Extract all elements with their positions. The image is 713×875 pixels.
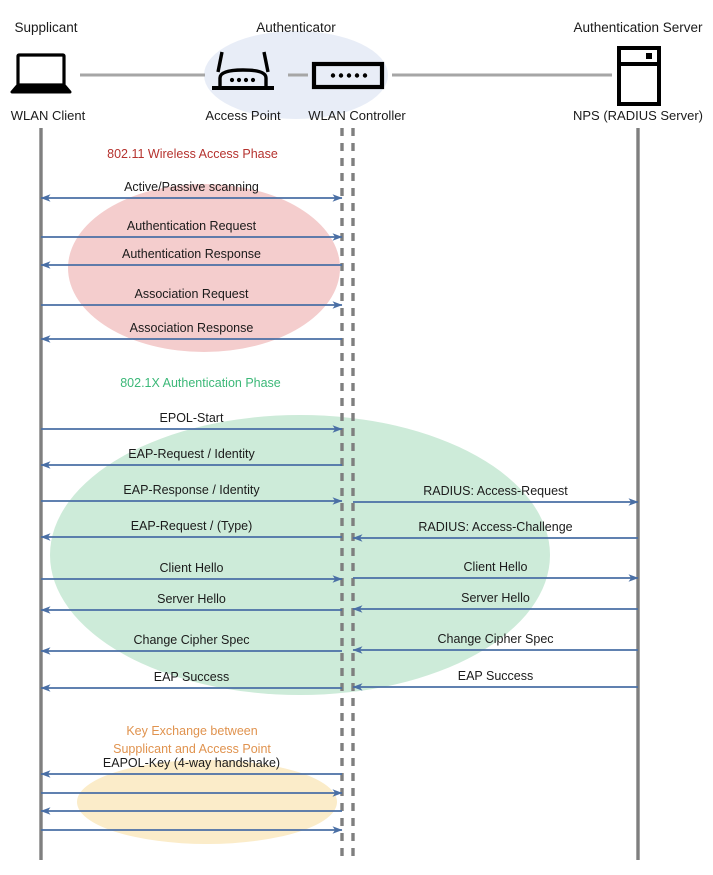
- message-label: EAP-Request / Identity: [128, 447, 255, 461]
- phase-label-key-exchange-line2: Supplicant and Access Point: [113, 742, 271, 756]
- message-label: Client Hello: [159, 561, 224, 575]
- message-label: Active/Passive scanning: [124, 180, 259, 194]
- phase-key-exchange-ellipse: [77, 760, 337, 844]
- server-tower-icon: [617, 46, 661, 106]
- laptop-icon: [10, 53, 72, 94]
- device-label-wlan-controller: WLAN Controller: [308, 108, 406, 123]
- message-label: RADIUS: Access-Request: [423, 484, 568, 498]
- wireless-router-icon: [212, 51, 274, 90]
- message-label: EAP Success: [457, 669, 534, 683]
- message-label: Change Cipher Spec: [437, 632, 554, 646]
- message-label: Authentication Request: [126, 219, 257, 233]
- phase-8021x-ellipse: [50, 415, 550, 695]
- message-label: Client Hello: [463, 560, 528, 574]
- device-label-nps-radius-server: NPS (RADIUS Server): [572, 108, 704, 123]
- message-arrow-layer: [40, 194, 639, 834]
- message-label: EPOL-Start: [159, 411, 224, 425]
- message-label: EAP Success: [153, 670, 230, 684]
- message-label: Authentication Response: [122, 247, 261, 261]
- phase-label-key-exchange-line1: Key Exchange between: [126, 724, 258, 738]
- message-label: Association Response: [129, 321, 254, 335]
- role-title-supplicant: Supplicant: [14, 20, 78, 35]
- phase-label-8021x: 802.1X Authentication Phase: [120, 376, 281, 390]
- access-point-leds: [229, 77, 256, 83]
- message-label: RADIUS: Access-Challenge: [418, 520, 573, 534]
- message-label: Change Cipher Spec: [133, 633, 250, 647]
- message-label: EAPOL-Key (4-way handshake): [102, 756, 281, 770]
- device-label-wlan-client: WLAN Client: [10, 108, 86, 123]
- message-label: EAP-Response / Identity: [123, 483, 260, 497]
- wlan-controller-icon: [311, 61, 385, 90]
- message-label: Server Hello: [461, 591, 530, 605]
- message-label: Server Hello: [157, 592, 226, 606]
- phase-label-80211: 802.11 Wireless Access Phase: [107, 147, 278, 161]
- message-label: EAP-Request / (Type): [130, 519, 253, 533]
- role-title-authenticator: Authenticator: [256, 20, 336, 35]
- device-label-access-point: Access Point: [205, 108, 281, 123]
- role-title-authentication-server: Authentication Server: [573, 20, 703, 35]
- phase-label-key-exchange: Key Exchange between Supplicant and Acce…: [62, 722, 322, 758]
- phase-80211-ellipse: [68, 184, 340, 352]
- message-label: Association Request: [134, 287, 249, 301]
